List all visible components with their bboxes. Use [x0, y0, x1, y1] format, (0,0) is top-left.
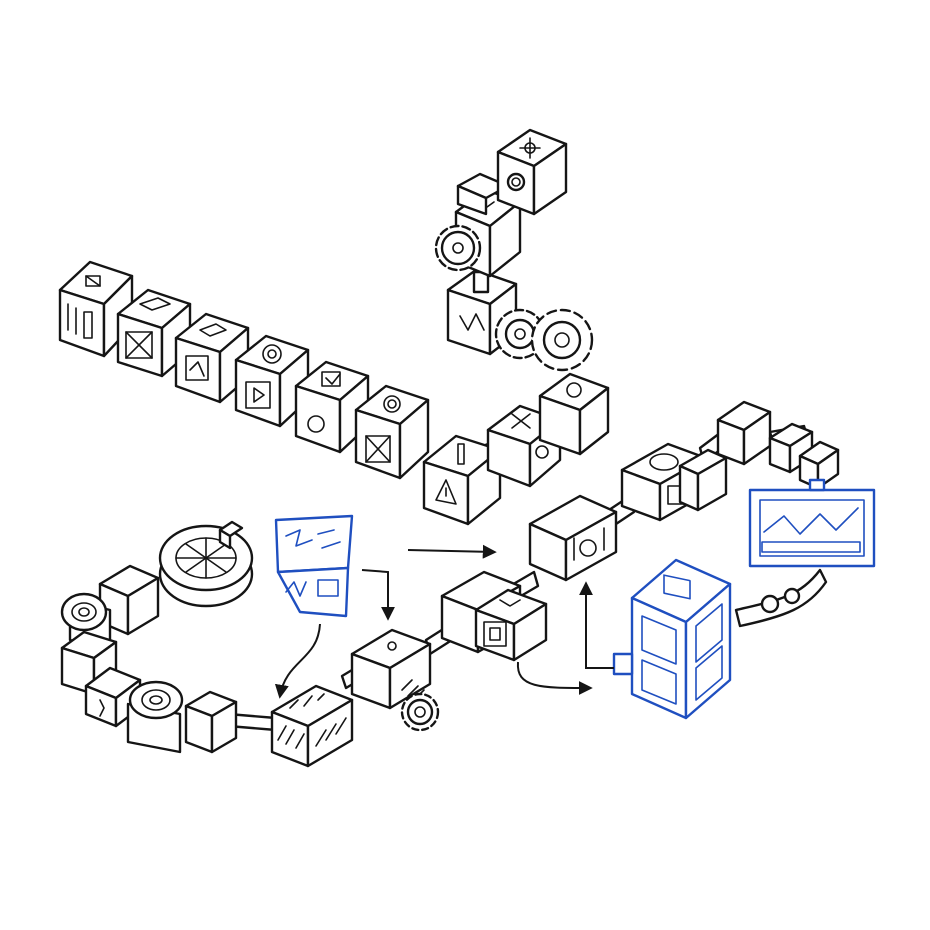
- arrow-up-camera: [579, 581, 614, 669]
- camera-cube: [528, 494, 618, 582]
- wheel-unit: [158, 520, 254, 608]
- upper-cube-5: [294, 360, 370, 454]
- hatched-block: [678, 448, 728, 512]
- arrow-right-top: [407, 544, 497, 559]
- gear-icon: [400, 692, 440, 732]
- blue-control-panel: [274, 514, 354, 618]
- loop-cube-4: [184, 690, 238, 754]
- cable-segment: [734, 568, 828, 628]
- upper-cube-1: [58, 260, 134, 358]
- loop-cube-3: [84, 666, 142, 728]
- upper-cube-chain: [58, 128, 610, 526]
- sensor-cube: [350, 628, 432, 710]
- upper-cube-9: [538, 372, 610, 456]
- arrow-curve: [274, 623, 321, 699]
- loop-roller-2: [126, 680, 184, 754]
- arrow-to-cabinet: [516, 661, 593, 695]
- blue-server-cabinet: [612, 558, 732, 720]
- arrow-down: [361, 569, 395, 621]
- upper-cube-12: [496, 128, 568, 216]
- pattern-cube: [270, 684, 354, 768]
- upper-cube-4: [234, 334, 310, 428]
- right-cube-1: [716, 400, 772, 466]
- square-cube: [474, 588, 548, 662]
- upper-cube-6: [354, 384, 430, 480]
- upper-cube-3: [174, 312, 250, 404]
- gear-icon: [530, 308, 594, 372]
- blue-monitor: [748, 478, 876, 568]
- loop-cube-1: [98, 564, 160, 636]
- lower-pipeline: [60, 400, 840, 768]
- flow-arrows: [274, 544, 614, 699]
- gear-icon: [434, 224, 482, 272]
